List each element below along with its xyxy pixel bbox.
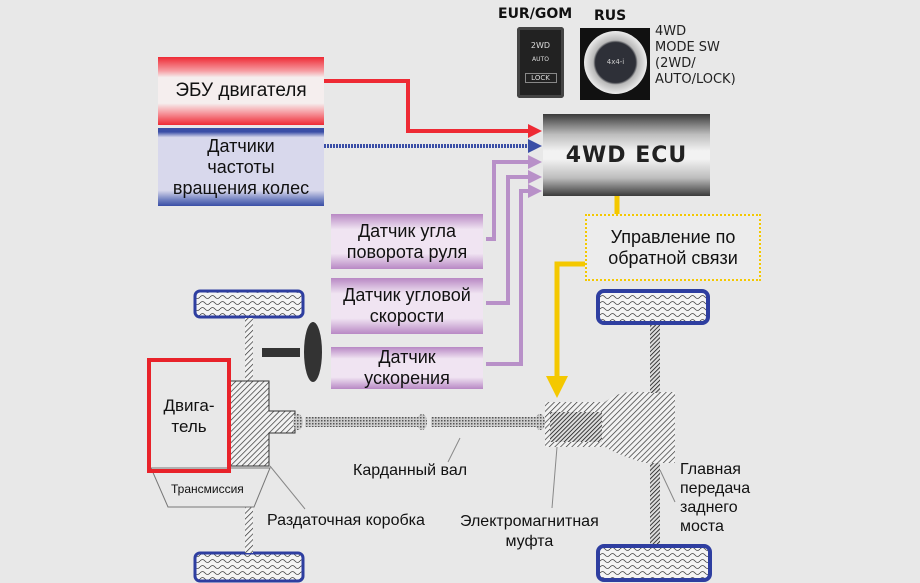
wheel-speed-signal-line bbox=[324, 139, 542, 153]
wheel-speed-label-line: Датчики bbox=[207, 135, 275, 156]
em-coupling-label: Электромагнитная муфта bbox=[460, 512, 599, 552]
switch-lock-label: LOCK bbox=[524, 73, 557, 83]
wheel-speed-label-line: частоты bbox=[207, 156, 275, 177]
rear-axle-lower bbox=[650, 463, 660, 548]
wheel-speed-sensors-box: Датчики частоты вращения колес bbox=[158, 128, 324, 206]
mode-switch-eur: 2WD AUTO LOCK bbox=[517, 27, 564, 98]
front-left-tire bbox=[193, 289, 305, 319]
rear-left-tire bbox=[596, 289, 710, 325]
eur-gom-label: EUR/GOM bbox=[498, 6, 573, 22]
yaw-sensor-label-line: скорости bbox=[369, 306, 445, 326]
front-right-tire bbox=[193, 551, 305, 583]
transmission-label: Трансмиссия bbox=[171, 482, 244, 496]
steering-link bbox=[262, 348, 300, 357]
rear-right-tire bbox=[596, 544, 712, 582]
switch-auto-label: AUTO bbox=[532, 56, 549, 63]
steering-sensor-label-line: Датчик угла bbox=[357, 220, 457, 241]
steering-sensor-label-line: поворота руля bbox=[346, 241, 468, 262]
rear-diff-label: Главная передача заднего моста bbox=[680, 460, 750, 536]
4wd-ecu-box: 4WD ECU bbox=[543, 114, 710, 196]
mode-dial: 4x4-i bbox=[584, 31, 647, 94]
rear-diff-label-line: заднего bbox=[680, 499, 738, 516]
engine-label-line: Двига- bbox=[163, 395, 215, 415]
yaw-sensor-label-line: Датчик угловой bbox=[343, 285, 471, 305]
electromagnetic-coupling bbox=[550, 412, 602, 442]
feedback-control-line bbox=[546, 196, 620, 398]
feedback-label-line: Управление по bbox=[610, 226, 736, 247]
leader-lines bbox=[269, 437, 676, 510]
feedback-label-line: обратной связи bbox=[608, 247, 738, 268]
rear-diff-label-line: передача bbox=[680, 480, 751, 497]
transfer-case-label: Раздаточная коробка bbox=[267, 512, 425, 529]
accel-sensor-box: Датчик ускорения bbox=[331, 347, 483, 389]
rear-differential bbox=[545, 391, 675, 463]
desc-line: (2WD/ bbox=[655, 56, 696, 71]
4wd-ecu-label: 4WD ECU bbox=[565, 142, 688, 168]
front-axle-upper bbox=[245, 318, 253, 381]
mode-switch-description: 4WD MODE SW (2WD/ AUTO/LOCK) bbox=[655, 24, 736, 88]
desc-line: MODE SW bbox=[655, 40, 720, 55]
rus-label: RUS bbox=[594, 8, 627, 24]
dial-center-label: 4x4-i bbox=[606, 58, 625, 66]
wheel-speed-label-line: вращения колес bbox=[172, 177, 310, 198]
steering-wheel bbox=[304, 322, 322, 382]
propeller-shaft-label: Карданный вал bbox=[353, 462, 468, 479]
em-coupling-label-line: Электромагнитная bbox=[460, 513, 599, 530]
accel-sensor-label-line: Датчик bbox=[378, 347, 436, 367]
switch-2wd-label: 2WD bbox=[530, 41, 551, 50]
mode-switch-rus: 4x4-i bbox=[580, 28, 650, 100]
yaw-rate-sensor-box: Датчик угловой скорости bbox=[331, 278, 483, 334]
engine-ecu-signal-line bbox=[324, 79, 542, 138]
engine-label-line: тель bbox=[171, 416, 207, 436]
propeller-shaft bbox=[293, 414, 545, 430]
accel-sensor-label-line: ускорения bbox=[364, 368, 450, 388]
front-axle-lower bbox=[245, 507, 253, 553]
sensor-signal-lines bbox=[486, 160, 530, 366]
steering-angle-sensor-box: Датчик угла поворота руля bbox=[331, 214, 483, 269]
transfer-case bbox=[229, 380, 296, 467]
rear-diff-label-line: Главная bbox=[680, 461, 741, 478]
engine-ecu-box: ЭБУ двигателя bbox=[158, 57, 324, 125]
engine-ecu-label: ЭБУ двигателя bbox=[175, 80, 307, 101]
rear-axle-upper bbox=[650, 325, 660, 393]
engine-box: Двига- тель bbox=[147, 358, 231, 473]
rear-diff-label-line: моста bbox=[680, 518, 724, 535]
desc-line: 4WD bbox=[655, 24, 687, 39]
feedback-control-box: Управление по обратной связи bbox=[585, 214, 761, 281]
em-coupling-label-line: муфта bbox=[505, 533, 554, 550]
desc-line: AUTO/LOCK) bbox=[655, 72, 736, 87]
sensor-arrowheads bbox=[528, 155, 542, 198]
